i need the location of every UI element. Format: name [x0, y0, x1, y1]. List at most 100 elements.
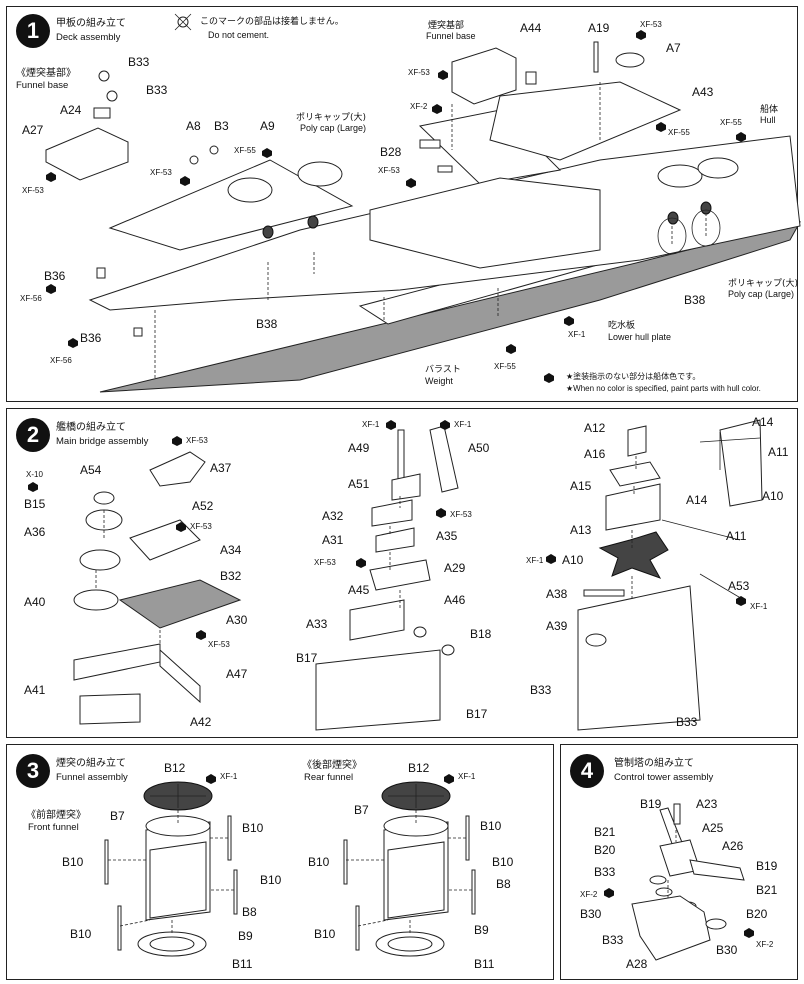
paint-xf56-a: XF-56 — [20, 294, 42, 303]
label-3-b10-c: B10 — [260, 873, 282, 887]
paint-2-xf53-b: XF-53 — [190, 522, 212, 531]
paint-dot — [68, 338, 78, 348]
label-a41: A41 — [24, 683, 46, 697]
label-4-a26: A26 — [722, 839, 744, 853]
label-a32: A32 — [322, 509, 344, 523]
label-3-b12-b: B12 — [408, 761, 430, 775]
paint-dot — [736, 132, 746, 142]
label-a39: A39 — [546, 619, 568, 633]
front-funnel-art — [104, 781, 238, 957]
rear-funnel-art — [343, 781, 476, 957]
label-3-b11-b: B11 — [474, 957, 495, 971]
label-b33-d: B33 — [676, 715, 698, 729]
label-a43: A43 — [692, 85, 714, 99]
no-cement-text-jp: このマークの部品は接着しません。 — [200, 17, 344, 27]
label-a16: A16 — [584, 447, 606, 461]
label-a47: A47 — [226, 667, 248, 681]
paint-xf55-b: XF-55 — [668, 128, 690, 137]
paint-dot — [440, 420, 450, 430]
step-2-title-en: Main bridge assembly — [56, 436, 149, 447]
label-b36-a: B36 — [44, 269, 66, 283]
label-a15: A15 — [570, 479, 592, 493]
paint-2-xf53-e: XF-53 — [314, 558, 336, 567]
paint-dot — [206, 774, 216, 784]
label-a14-a: A14 — [752, 415, 774, 429]
step-4-number: 4 — [570, 754, 604, 788]
turret-aft-1 — [657, 164, 703, 188]
turret-a9 — [227, 177, 273, 203]
paint-4-xf2-a: XF-2 — [580, 890, 598, 899]
funnel-base-left-jp: 《煙突基部》 — [16, 68, 76, 79]
label-3-b10-b: B10 — [62, 855, 84, 869]
label-3-b9-a: B9 — [238, 929, 253, 943]
label-a40: A40 — [24, 595, 46, 609]
label-a29: A29 — [444, 561, 466, 575]
step-3-number: 3 — [16, 754, 50, 788]
label-a34: A34 — [220, 543, 242, 557]
label-4-b20-a: B20 — [594, 843, 616, 857]
paint-4-xf2-b: XF-2 — [756, 940, 774, 949]
front-funnel-en: Front funnel — [28, 822, 79, 833]
paint-dot — [46, 284, 56, 294]
paint-xf56-b: XF-56 — [50, 356, 72, 365]
poly-cap-2 — [307, 215, 319, 229]
paint-2-xf53-a: XF-53 — [186, 436, 208, 445]
hull-jp: 船体 — [760, 105, 779, 115]
paint-dot — [262, 148, 272, 158]
paint-xf55-a: XF-55 — [234, 146, 256, 155]
hull-color-note-jp: ★塗装指示のない部分は船体色です。 — [566, 372, 701, 381]
label-3-b10-g: B10 — [492, 855, 514, 869]
label-a19: A19 — [588, 21, 610, 35]
forward-deck — [108, 159, 354, 251]
poly-cap-right-jp: ポリキャップ(大) — [728, 279, 799, 289]
paint-dot — [604, 888, 614, 898]
paint-dot — [544, 373, 554, 383]
paint-dot — [406, 178, 416, 188]
paint-dot — [196, 630, 206, 640]
label-a50: A50 — [468, 441, 490, 455]
label-4-a25: A25 — [702, 821, 724, 835]
label-a8: A8 — [186, 119, 201, 133]
label-a12: A12 — [584, 421, 606, 435]
paint-dot — [656, 122, 666, 132]
paint-2-xf1-b: XF-1 — [454, 420, 472, 429]
label-b18: B18 — [470, 627, 492, 641]
paint-3-xf1-b: XF-1 — [458, 772, 476, 781]
label-b33-b: B33 — [146, 83, 168, 97]
paint-dot — [744, 928, 754, 938]
poly-cap-en: Poly cap (Large) — [300, 123, 367, 133]
lower-hull-plate — [99, 221, 801, 393]
funnel-base-top-jp: 煙突基部 — [428, 21, 465, 31]
step-4-title-en: Control tower assembly — [614, 772, 714, 783]
label-a35: A35 — [436, 529, 458, 543]
paint-3-xf1-a: XF-1 — [220, 772, 238, 781]
label-a11-b: A11 — [726, 529, 747, 543]
mid-deck-plate — [418, 109, 562, 185]
label-3-b10-h: B10 — [314, 927, 336, 941]
label-3-b12-a: B12 — [164, 761, 186, 775]
step-3-title-en: Funnel assembly — [56, 772, 128, 783]
label-4-b21-a: B21 — [594, 825, 616, 839]
label-4-b30-b: B30 — [716, 943, 738, 957]
rear-funnel-en: Rear funnel — [304, 772, 354, 783]
label-a46: A46 — [444, 593, 466, 607]
label-3-b10-f: B10 — [308, 855, 330, 869]
funnel-base-a27 — [45, 127, 129, 181]
label-b33-a: B33 — [128, 55, 150, 69]
step-1-number: 1 — [16, 14, 50, 48]
paint-dot — [176, 522, 186, 532]
paint-2-xf1-d: XF-1 — [750, 602, 768, 611]
label-a9: A9 — [260, 119, 275, 133]
paint-xf2: XF-2 — [410, 102, 428, 111]
paint-dot — [356, 558, 366, 568]
funnel-base-left-en: Funnel base — [16, 80, 69, 91]
label-3-b10-d: B10 — [70, 927, 92, 941]
paint-dot — [506, 344, 516, 354]
label-a7: A7 — [666, 41, 681, 55]
paint-dot — [444, 774, 454, 784]
label-a52: A52 — [192, 499, 214, 513]
step-3-title-jp: 煙突の組み立て — [56, 758, 126, 769]
